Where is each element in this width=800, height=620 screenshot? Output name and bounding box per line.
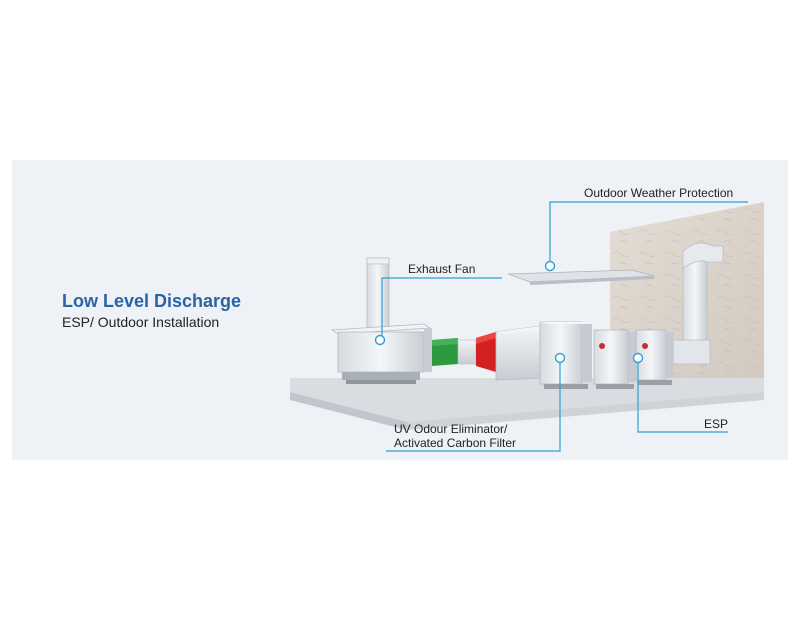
uv-filter-housing (495, 325, 550, 381)
esp-indicator-icon (642, 343, 648, 349)
exhaust-fan-unit (330, 323, 432, 384)
callout-markers (374, 260, 644, 364)
callout-lines (381, 201, 748, 452)
exhaust-fan-stack (366, 257, 390, 329)
label-exhaust-fan: Exhaust Fan (408, 262, 476, 276)
diagram-title: Low Level Discharge (62, 291, 242, 311)
label-weather-protection: Outdoor Weather Protection (584, 186, 734, 200)
label-esp: ESP (704, 417, 729, 431)
carbon-filter-unit (593, 329, 636, 389)
uv-odour-eliminator-unit (539, 321, 592, 389)
diagram-subtitle: ESP/ Outdoor Installation (62, 314, 220, 330)
esp-marker-icon (632, 352, 644, 364)
red-transition (476, 332, 496, 372)
diagram-panel: Low Level Discharge ESP/ Outdoor Install… (12, 160, 788, 460)
exhaust-fan-marker-icon (374, 334, 386, 346)
green-transition (432, 338, 458, 366)
connector-duct (457, 339, 477, 365)
uv-filter-marker-icon (554, 352, 566, 364)
weather-protection-marker-icon (544, 260, 556, 272)
label-activated-carbon-filter: Activated Carbon Filter (394, 436, 517, 450)
ground-slab (290, 378, 764, 430)
installation-scene (290, 201, 764, 452)
label-uv-odour-eliminator: UV Odour Eliminator/ (394, 422, 508, 436)
weather-protection-canopy (507, 269, 655, 285)
control-indicator-icon (599, 343, 605, 349)
